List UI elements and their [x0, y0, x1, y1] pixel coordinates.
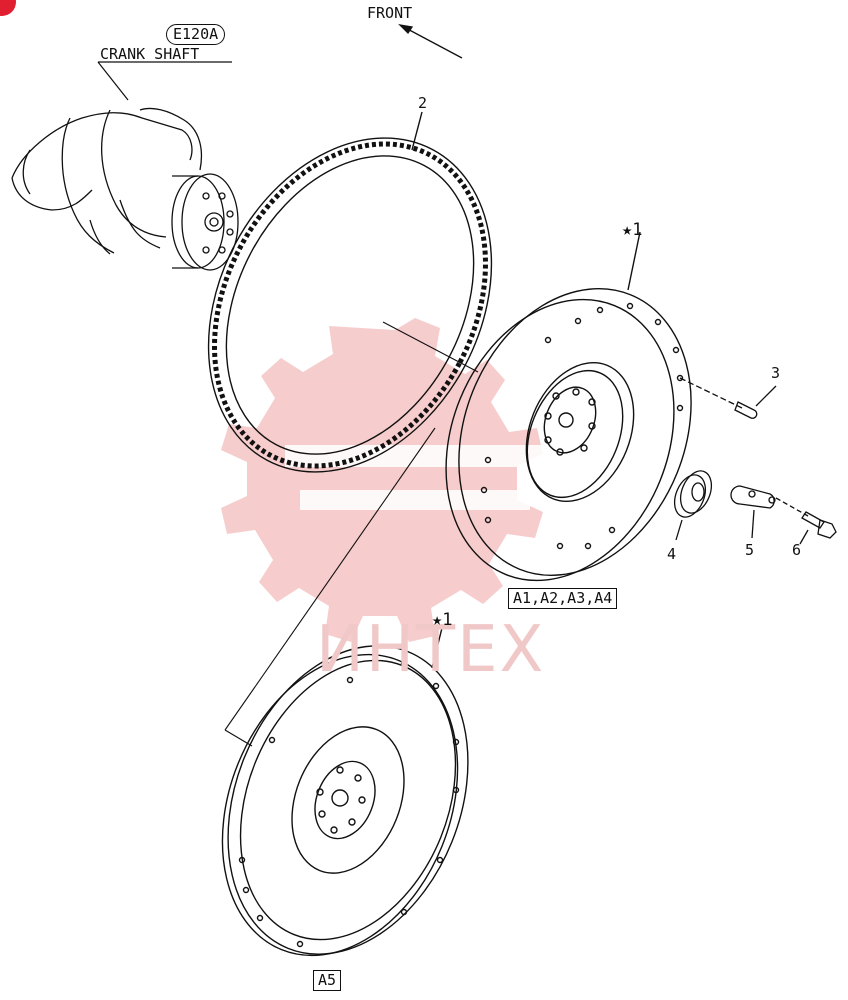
dowel-pin-drawing [679, 377, 777, 419]
flywheel-lower-drawing [221, 627, 469, 957]
callout-5: 5 [745, 541, 755, 559]
assembly-name: CRANK SHAFT [100, 45, 200, 63]
crankshaft-leader [97, 61, 232, 101]
corner-mark-icon [0, 0, 16, 16]
bearing-drawing [673, 470, 713, 541]
crankshaft-drawing [11, 107, 239, 271]
flywheel-upper-drawing [445, 231, 692, 582]
callout-1-lower: ★1 [432, 610, 453, 630]
bolt-drawing [775, 497, 837, 545]
assembly-code: E120A [166, 24, 226, 45]
callout-4: 4 [667, 545, 677, 563]
variant-upper: A1,A2,A3,A4 [508, 588, 618, 609]
front-arrow-icon [398, 24, 463, 59]
front-label: FRONT [367, 4, 413, 22]
callout-6: 6 [792, 541, 802, 559]
callout-2: 2 [418, 94, 428, 112]
callout-1-upper: ★1 [622, 220, 643, 240]
ring-gear-drawing [207, 111, 493, 473]
gear-logo-icon [221, 318, 545, 642]
watermark-text: ИНТЕХ [316, 613, 546, 687]
variant-lower: A5 [313, 970, 342, 991]
plate-drawing [730, 485, 776, 539]
callout-3: 3 [771, 364, 781, 382]
